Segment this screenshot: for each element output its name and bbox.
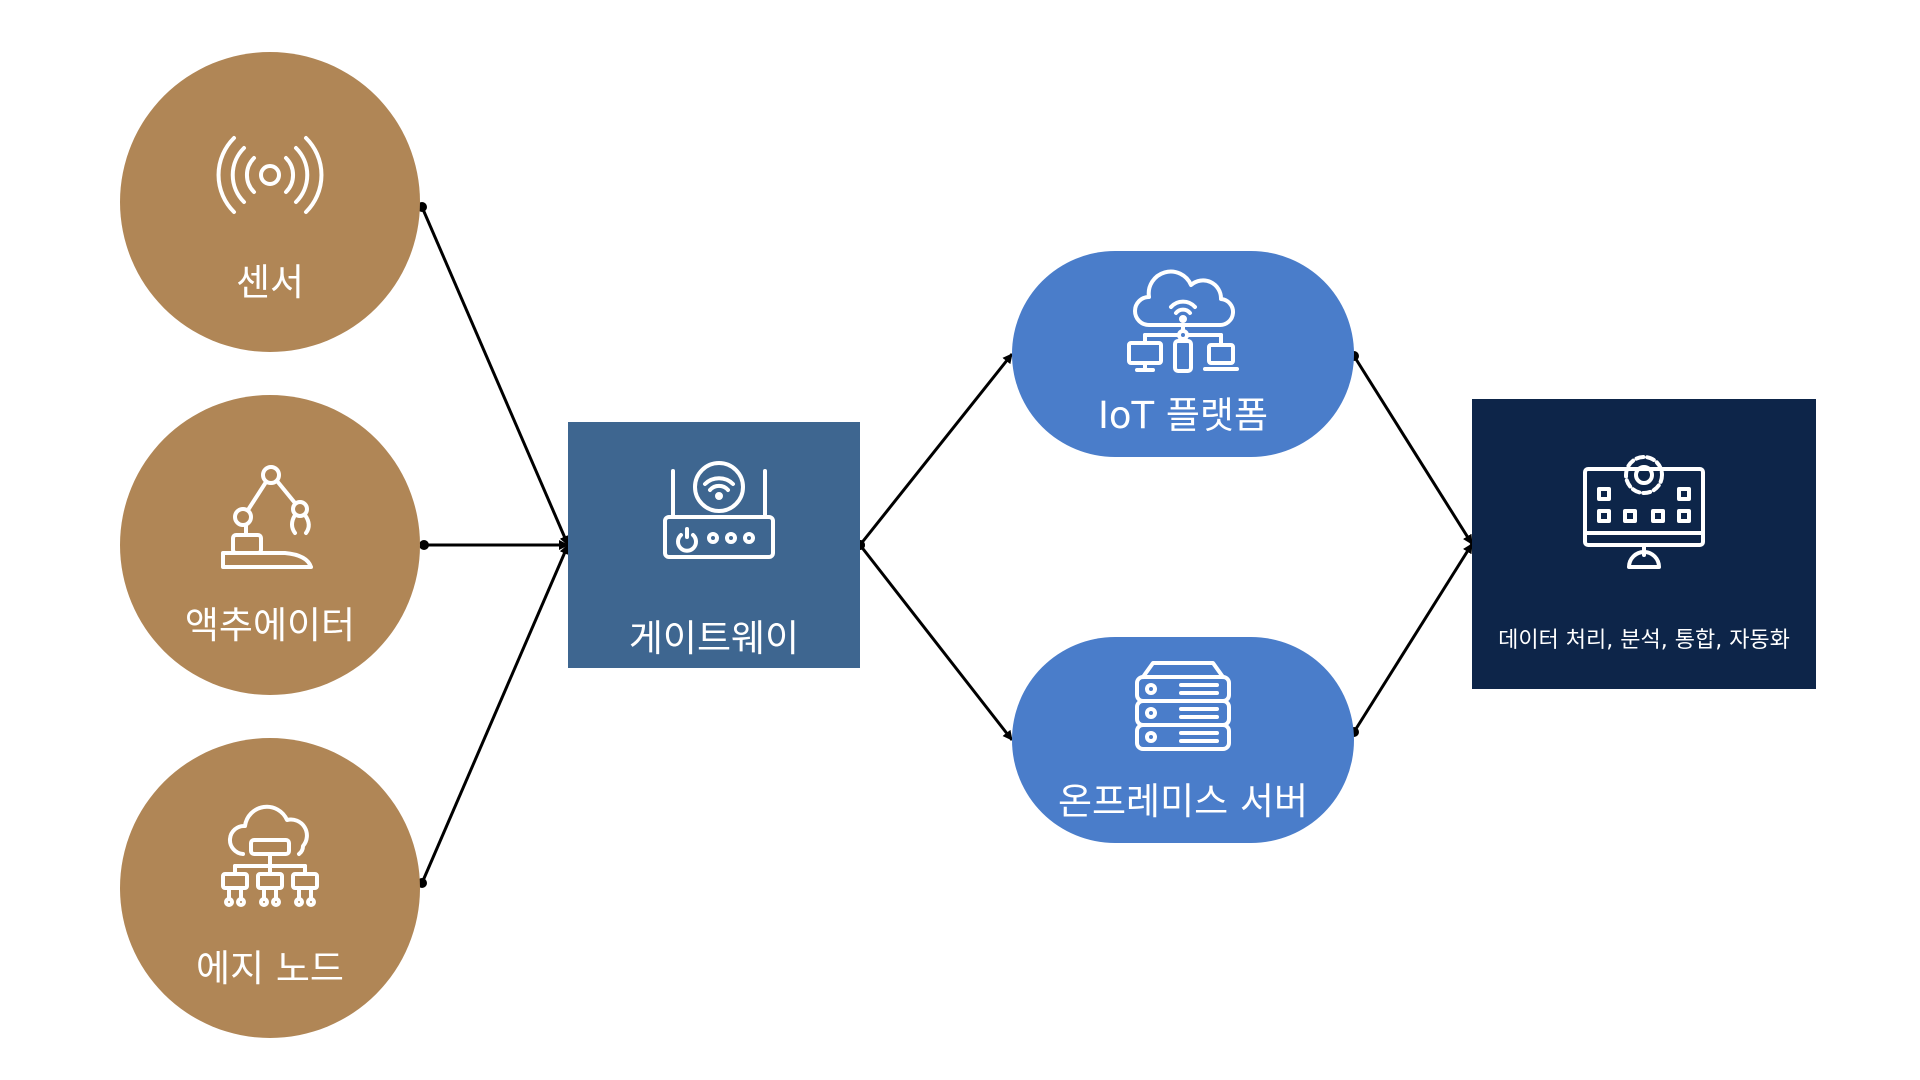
edge-node: 에지 노드 <box>120 738 420 1038</box>
edge-iot_platform-to-data_processing <box>1352 355 1474 545</box>
actuator-node: 액추에이터 <box>120 395 420 695</box>
signal-broadcast-icon <box>215 120 325 230</box>
edge-sensor-to-gateway <box>420 206 570 546</box>
data-processing-node: 데이터 처리, 분석, 통합, 자동화 <box>1472 399 1816 689</box>
iot-platform-label: IoT 플랫폼 <box>1097 394 1269 437</box>
monitor-gear-icon <box>1579 447 1709 572</box>
sensor-node: 센서 <box>120 52 420 352</box>
actuator-label: 액추에이터 <box>184 604 356 647</box>
edge-node-label: 에지 노드 <box>196 947 344 990</box>
sensor-label: 센서 <box>235 261 305 304</box>
gateway-label: 게이트웨이 <box>628 617 800 660</box>
edge-gateway-to-iot_platform <box>858 353 1014 546</box>
robot-arm-icon <box>215 463 325 573</box>
edge-start-dot-actuator <box>419 540 429 550</box>
iot-platform-node: IoT 플랫폼 <box>1012 251 1354 457</box>
gateway-node: 게이트웨이 <box>568 422 860 668</box>
cloud-devices-icon <box>1123 269 1243 379</box>
cloud-network-icon <box>215 804 325 916</box>
wifi-router-icon <box>659 457 779 567</box>
edge-gateway-to-onprem_server <box>858 544 1014 741</box>
onprem-server-node: 온프레미스 서버 <box>1012 637 1354 843</box>
server-rack-icon <box>1123 655 1243 765</box>
edge-edge_node-to-gateway <box>420 544 570 884</box>
edge-onprem_server-to-data_processing <box>1352 543 1474 733</box>
data-processing-label: 데이터 처리, 분석, 통합, 자동화 <box>1498 628 1790 653</box>
onprem-server-label: 온프레미스 서버 <box>1057 780 1309 823</box>
